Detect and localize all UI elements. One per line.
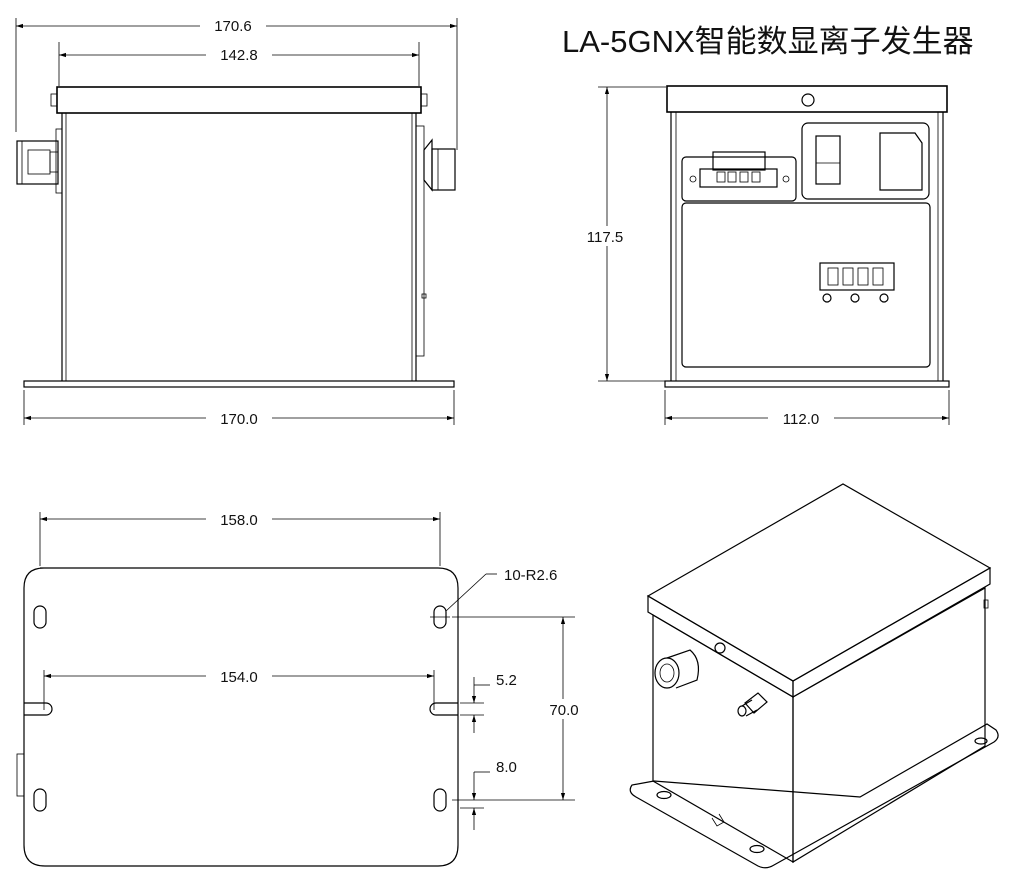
front-view: 170.6 142.8 170.0	[15, 16, 458, 428]
iso-base-plate	[629, 723, 999, 869]
iso-side-face	[792, 586, 986, 864]
side-base	[664, 380, 950, 388]
dim-slot-span: 154.0	[220, 669, 258, 686]
knob-1	[822, 293, 832, 303]
base-plate	[23, 380, 455, 388]
slot-left	[24, 702, 53, 716]
isometric-view	[629, 483, 999, 869]
dim-slot-width: 5.2	[496, 672, 517, 689]
dim-edge-offset: 8.0	[496, 759, 517, 776]
power-socket	[879, 132, 923, 191]
left-connector	[16, 140, 59, 185]
dim-depth: 112.0	[783, 411, 819, 428]
dim-hole-span: 158.0	[220, 512, 258, 529]
power-switch	[815, 135, 841, 185]
iso-output-connector	[654, 657, 680, 689]
mount-hole-bottom-left	[33, 788, 47, 812]
dim-hole-pitch: 70.0	[549, 702, 578, 719]
dim-overall-top-width: 170.6	[214, 18, 252, 35]
side-view: 117.5	[580, 85, 950, 428]
base-outline	[23, 567, 459, 867]
iso-lid-top	[646, 483, 992, 682]
knob-3	[879, 293, 889, 303]
slot-right	[429, 702, 458, 716]
display-panel	[681, 202, 931, 368]
right-connector	[431, 148, 456, 191]
lid	[56, 86, 422, 114]
mount-hole-bottom-right	[433, 788, 447, 812]
power-panel	[801, 122, 930, 200]
mounting-view: 158.0 154.0 10-R2.6 70.0 5.2	[16, 509, 588, 867]
iso-ground-screw	[744, 692, 768, 714]
mount-hole-top-left	[33, 605, 47, 629]
digital-display	[819, 262, 895, 291]
dim-height: 117.5	[587, 229, 623, 246]
screw-hole	[801, 93, 815, 107]
dim-hole-spec: 10-R2.6	[504, 567, 557, 584]
terminal-panel	[681, 156, 797, 202]
drawing-title: LA-5GNX智能数显离子发生器	[562, 24, 974, 59]
knob-2	[850, 293, 860, 303]
dim-top-plate-width: 142.8	[220, 47, 258, 64]
side-lid	[666, 85, 948, 113]
dim-base-width: 170.0	[220, 411, 258, 428]
